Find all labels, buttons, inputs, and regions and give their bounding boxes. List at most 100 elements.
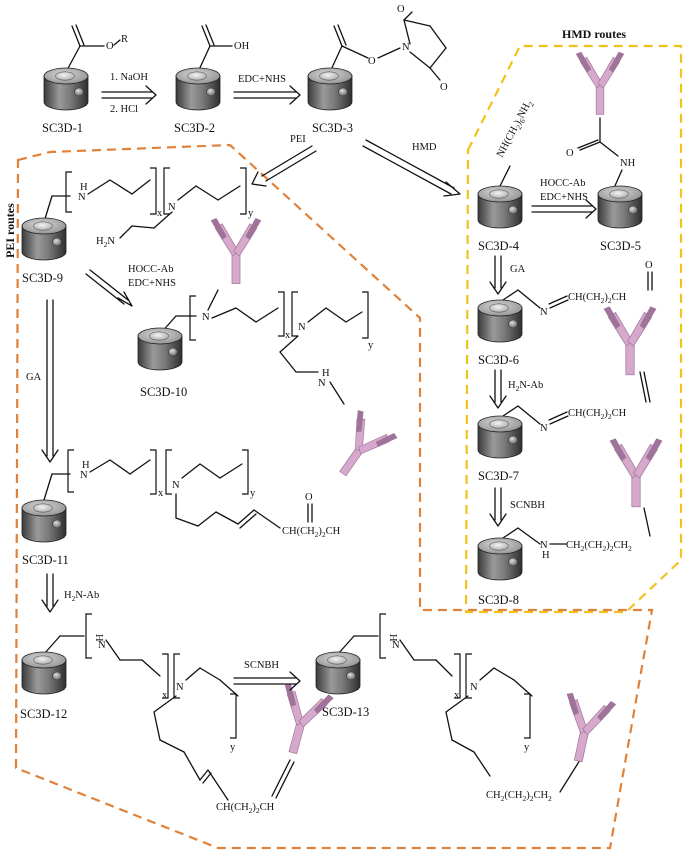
pei-route-title: PEI routes [3, 203, 17, 258]
svg-text:N: N [392, 640, 400, 651]
svg-text:N: N [98, 640, 106, 651]
svg-text:N: N [540, 540, 548, 551]
svg-text:NH: NH [620, 158, 636, 169]
arrow-11-12: H2N-Ab [41, 573, 99, 613]
svg-text:N: N [176, 682, 184, 693]
svg-text:GA: GA [26, 372, 42, 383]
svg-text:N: N [172, 480, 180, 491]
label-sc3d-7: SC3D-7 [478, 469, 519, 483]
arrow-12-13: SCNBH [233, 660, 301, 691]
svg-text:N: N [540, 307, 548, 318]
label-sc3d-5: SC3D-5 [600, 239, 641, 253]
svg-text:y: y [248, 208, 254, 219]
svg-text:N: N [318, 378, 326, 389]
svg-text:CH(CH2)2CH: CH(CH2)2CH [568, 408, 627, 421]
svg-text:CH2(CH2)2CH2: CH2(CH2)2CH2 [566, 540, 632, 553]
svg-text:O: O [368, 56, 376, 67]
svg-text:N: N [402, 42, 410, 53]
label-sc3d-6: SC3D-6 [478, 353, 519, 367]
svg-text:x: x [162, 690, 168, 701]
svg-text:H: H [80, 182, 88, 193]
compound-sc3d-8: N H CH2(CH2)2CH2 SC3D-8 [477, 437, 664, 607]
compound-sc3d-6: N CH(CH2)2CH O SC3D-6 [477, 260, 653, 367]
svg-text:O: O [305, 492, 313, 503]
arrow-9-11: GA [26, 299, 59, 463]
arrow-3-9-pei: PEI [251, 134, 317, 187]
label-sc3d-10: SC3D-10 [140, 385, 187, 399]
label-sc3d-8: SC3D-8 [478, 593, 519, 607]
svg-text:2. HCl: 2. HCl [110, 104, 138, 115]
svg-text:R: R [121, 34, 128, 45]
svg-text:HOCC-Ab: HOCC-Ab [540, 178, 586, 189]
svg-text:H2N: H2N [96, 236, 115, 249]
compound-sc3d-11: H N x N y CH(CH2)2CH O SC3D-11 [21, 449, 341, 567]
svg-text:N: N [78, 192, 86, 203]
svg-text:y: y [524, 742, 530, 753]
svg-text:y: y [230, 742, 236, 753]
label-sc3d-4: SC3D-4 [478, 239, 520, 253]
svg-text:CH(CH2)2CH: CH(CH2)2CH [216, 802, 275, 815]
svg-text:H: H [387, 634, 398, 642]
svg-text:N: N [540, 423, 548, 434]
arrow-6-7: H2N-Ab [489, 369, 543, 409]
svg-text:HOCC-Ab: HOCC-Ab [128, 264, 174, 275]
label-sc3d-13: SC3D-13 [322, 705, 369, 719]
compound-sc3d-1: O R SC3D-1 [42, 24, 128, 135]
svg-text:SCNBH: SCNBH [244, 660, 279, 671]
label-sc3d-1: SC3D-1 [42, 121, 83, 135]
svg-text:OH: OH [234, 41, 250, 52]
label-sc3d-11: SC3D-11 [22, 553, 69, 567]
svg-text:CH2(CH2)2CH2: CH2(CH2)2CH2 [486, 790, 552, 803]
label-sc3d-2: SC3D-2 [174, 121, 215, 135]
svg-text:O: O [106, 41, 114, 52]
svg-text:y: y [368, 340, 374, 351]
arrow-3-4-hmd: HMD [362, 139, 461, 197]
svg-text:H: H [542, 550, 550, 561]
arrow-4-6: GA [489, 255, 526, 295]
compound-sc3d-9: H N x N y H2N SC3D-9 [21, 167, 254, 285]
svg-text:1. NaOH: 1. NaOH [110, 72, 148, 83]
svg-text:O: O [397, 4, 405, 15]
svg-text:H: H [322, 368, 330, 379]
svg-text:H2N-Ab: H2N-Ab [508, 380, 543, 393]
svg-text:x: x [157, 208, 163, 219]
svg-text:GA: GA [510, 264, 526, 275]
hmd-route-title: HMD routes [562, 27, 626, 41]
pei-route-outline [14, 143, 654, 850]
svg-text:N: N [202, 312, 210, 323]
svg-text:N: N [298, 322, 306, 333]
arrow-9-10: HOCC-Ab EDC+NHS [85, 264, 176, 307]
compound-sc3d-13: H N x N y CH2(CH2)2CH2 SC3D-13 [315, 613, 618, 803]
arrow-2-3: EDC+NHS [233, 74, 301, 105]
compound-sc3d-12: H N x N y CH(CH2)2CH SC3D-12 [20, 613, 335, 815]
svg-text:x: x [454, 690, 460, 701]
svg-text:x: x [158, 488, 164, 499]
svg-text:O: O [645, 260, 653, 271]
svg-text:y: y [250, 488, 256, 499]
svg-text:SCNBH: SCNBH [510, 500, 545, 511]
compound-sc3d-10: N x N y H N SC3D-10 [137, 217, 400, 489]
svg-text:H: H [93, 634, 104, 642]
svg-text:CH(CH2)2CH: CH(CH2)2CH [568, 292, 627, 305]
arrow-7-8: SCNBH [489, 487, 545, 527]
svg-text:O: O [566, 148, 574, 159]
svg-text:CH(CH2)2CH: CH(CH2)2CH [282, 526, 341, 539]
label-sc3d-12: SC3D-12 [20, 707, 67, 721]
label-sc3d-3: SC3D-3 [312, 121, 353, 135]
svg-text:H2N-Ab: H2N-Ab [64, 590, 99, 603]
svg-text:EDC+NHS: EDC+NHS [540, 192, 588, 203]
compound-sc3d-7: N CH(CH2)2CH SC3D-7 [477, 305, 658, 483]
compound-sc3d-3: O N O O SC3D-3 [307, 4, 448, 135]
svg-text:H: H [82, 460, 90, 471]
compound-sc3d-4: NH(CH2)6NH2 SC3D-4 [477, 98, 536, 253]
svg-text:HMD: HMD [412, 142, 437, 153]
svg-text:x: x [285, 330, 291, 341]
svg-text:NH(CH2)6NH2: NH(CH2)6NH2 [495, 98, 536, 160]
label-sc3d-9: SC3D-9 [22, 271, 63, 285]
svg-text:O: O [440, 82, 448, 93]
svg-text:EDC+NHS: EDC+NHS [128, 278, 176, 289]
svg-text:N: N [168, 202, 176, 213]
hmd-route-outline [464, 44, 683, 614]
arrow-1-2: 1. NaOH 2. HCl [101, 72, 157, 115]
